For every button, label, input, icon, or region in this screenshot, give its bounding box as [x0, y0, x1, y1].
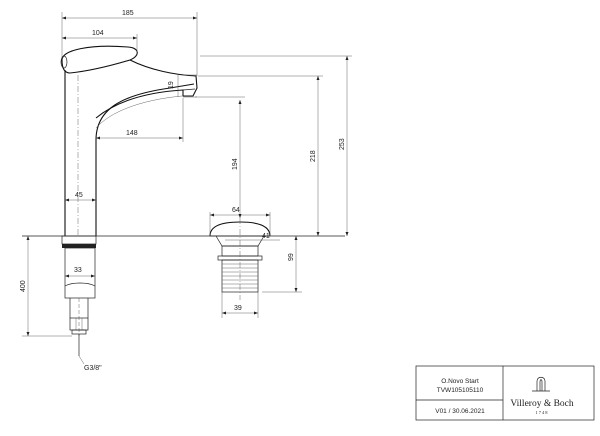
- mounting-assembly: [61, 235, 97, 356]
- popup-waste: [209, 218, 271, 300]
- dim-45: 45: [75, 192, 83, 199]
- dim-400: 400: [20, 280, 27, 292]
- dim-194: 194: [232, 158, 239, 170]
- dimension-arrows: [26, 16, 349, 336]
- dim-104: 104: [92, 30, 104, 37]
- dim-33: 33: [74, 267, 82, 274]
- dim-64: 64: [232, 207, 240, 214]
- title-block: O.Novo Start TVW105105110 V01 / 30.06.20…: [415, 365, 595, 421]
- dim-253: 253: [339, 138, 346, 150]
- dim-185: 185: [122, 10, 134, 17]
- dim-218: 218: [310, 150, 317, 162]
- brand-name: Villeroy & Boch: [510, 399, 574, 409]
- thread-label: G3/8": [84, 365, 102, 372]
- dim-41: 41: [262, 233, 270, 240]
- article-number: TVW105105110: [437, 387, 484, 394]
- villeroy-boch-logo-icon: [532, 376, 550, 392]
- brand-year: 1748: [536, 410, 549, 415]
- dim-19: 19: [168, 81, 175, 89]
- dim-148: 148: [126, 130, 138, 137]
- dimension-lines: [22, 12, 352, 365]
- dim-99: 99: [288, 253, 295, 261]
- dimension-labels: 185 104 19 148 253 218 194 45 64 41 99 3…: [20, 10, 346, 372]
- faucet-body: [60, 45, 198, 236]
- product-name: O.Novo Start: [441, 378, 479, 385]
- dim-39: 39: [234, 305, 242, 312]
- version-date: V01 / 30.06.2021: [435, 408, 485, 415]
